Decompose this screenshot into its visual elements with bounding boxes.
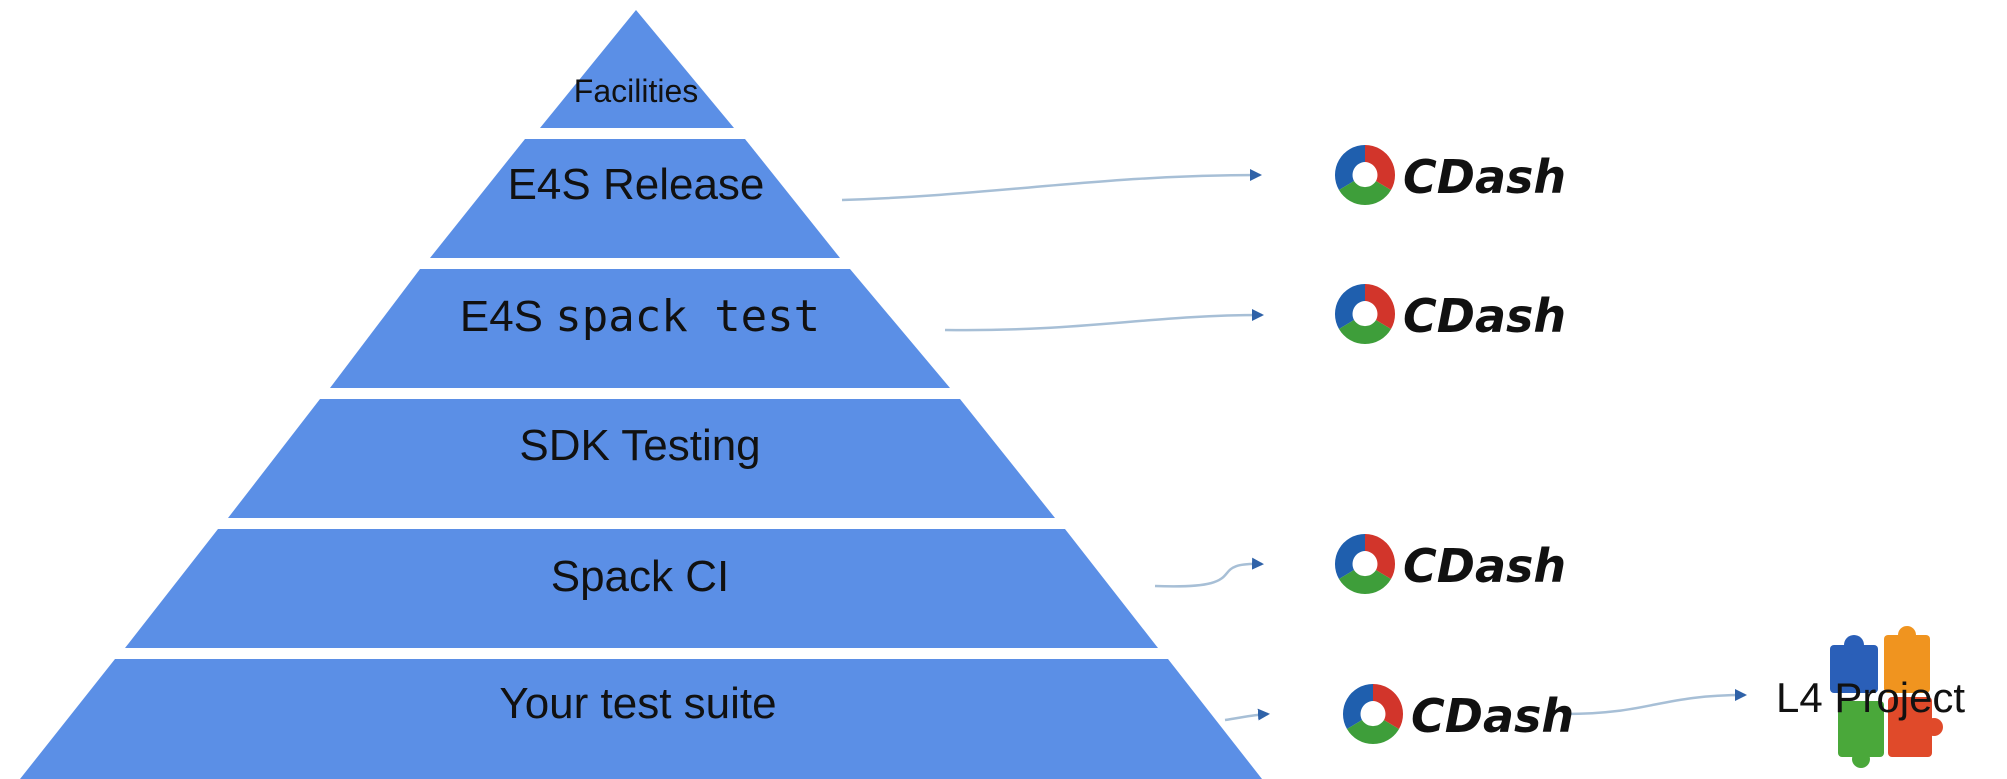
cdash-logo-icon [1334,534,1396,595]
tier-label-e4s-spack-test-prefix: E4S [460,292,543,341]
connectors [841,169,1747,722]
cdash-logo-icon [1334,145,1396,206]
tier-e4s-spack-test-shape [330,269,950,388]
pyramid [20,10,1262,779]
cdash-badge-e4s-release: CDash [1334,145,1566,206]
tier-label-your-test-suite: Your test suite [499,679,776,728]
tier-spack-ci-shape [125,529,1158,648]
cdash-logo-icon [1342,684,1404,745]
tier-sdk-testing-shape [228,399,1055,518]
tier-label-e4s-spack-test: E4S spack test [460,291,820,342]
tier-your-test-suite-shape [20,659,1262,779]
cdash-label: CDash [1403,539,1566,593]
tier-labels: Facilities E4S Release E4S spack test SD… [460,73,820,728]
connector-your-test-suite [1224,708,1270,722]
tier-facilities-shape [540,10,734,128]
cdash-badge-your-test-suite: CDash [1342,684,1574,745]
tier-label-sdk-testing: SDK Testing [519,421,760,470]
l4-project-label: L4 Project [1776,674,1965,721]
cdash-badge-spack-ci: CDash [1334,534,1566,595]
puzzle-pieces-icon [1830,626,1943,768]
cdash-logo-icon [1334,284,1396,345]
connector-e4s-release [841,169,1262,202]
connector-spack-ci [1154,557,1264,588]
cdash-label: CDash [1403,289,1566,343]
tier-label-facilities: Facilities [574,73,698,109]
cdash-badge-e4s-spack-test: CDash [1334,284,1566,345]
tier-label-e4s-spack-test-code: spack test [555,291,820,342]
tier-label-spack-ci: Spack CI [551,552,730,601]
cdash-label: CDash [1411,689,1574,743]
connector-cdash-to-l4 [1564,689,1747,716]
tier-e4s-release-shape [430,139,840,258]
tier-label-e4s-release: E4S Release [508,160,765,209]
connector-e4s-spack-test [944,309,1264,332]
cdash-label: CDash [1403,150,1566,204]
